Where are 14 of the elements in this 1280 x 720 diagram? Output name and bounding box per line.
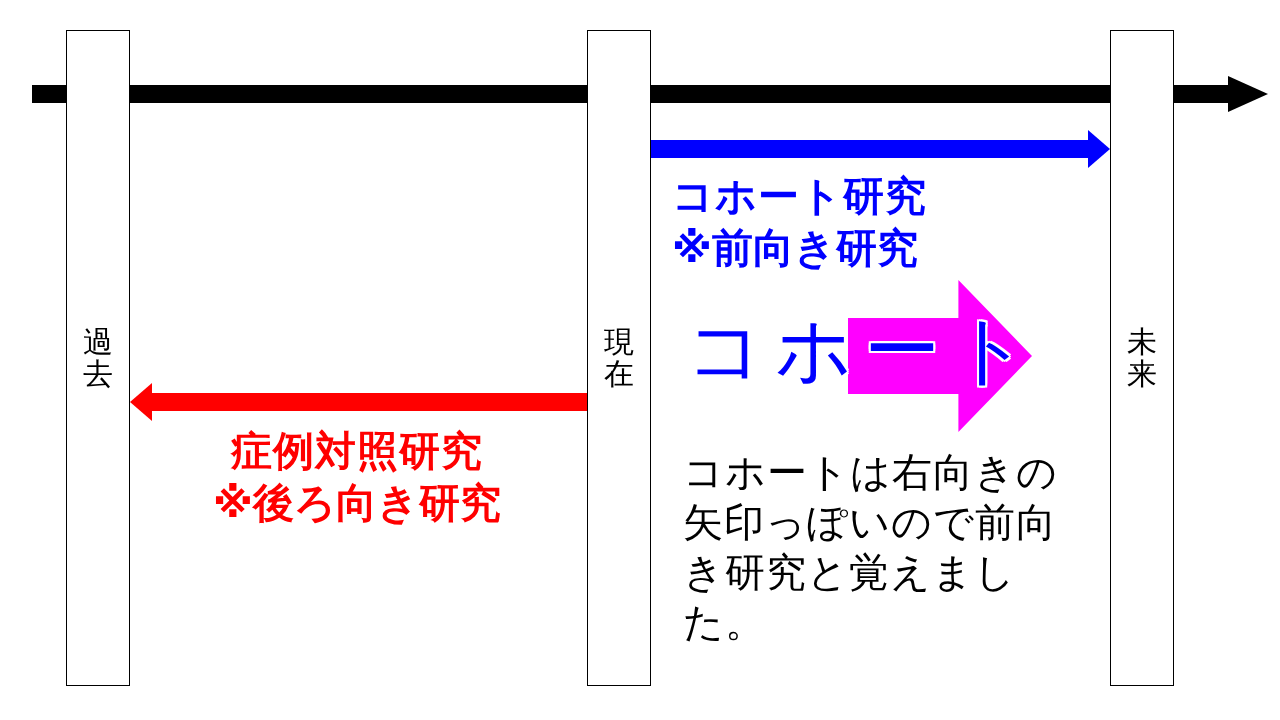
large-word: コホート [686, 312, 1040, 388]
arrow-note: ※後ろ向き研究 [212, 478, 502, 529]
arrow [130, 383, 587, 421]
period-label: 未来 [1126, 326, 1158, 390]
period-label: 過去 [82, 326, 114, 390]
period-bar [66, 30, 130, 686]
edge-label: 症例対照研究 [229, 426, 484, 477]
period-label: 現在 [603, 326, 635, 390]
note-text: コホートは右向きの矢印っぽいので前向き研究と覚えました。 [683, 448, 1059, 647]
period-bar [587, 30, 651, 686]
period-bar [1110, 30, 1174, 686]
edge-label: コホート研究 [672, 171, 928, 222]
arrow-note: ※前向き研究 [672, 223, 919, 274]
arrow [651, 130, 1110, 168]
